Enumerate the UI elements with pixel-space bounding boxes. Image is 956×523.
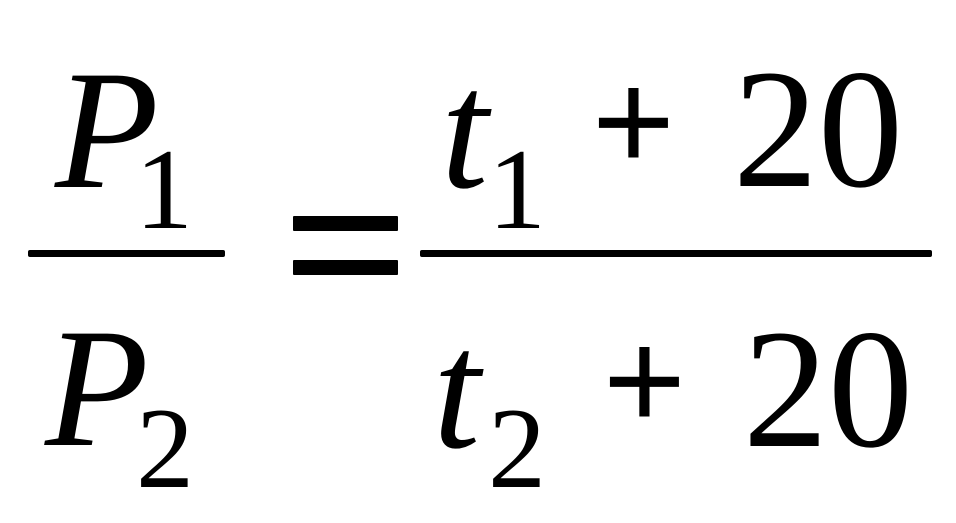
right-numerator-plus-sign: + <box>592 42 675 201</box>
left-numerator-subscript: 1 <box>135 126 193 254</box>
right-denominator-variable-t: t <box>433 296 481 484</box>
left-fraction-bar <box>28 250 225 257</box>
left-denominator-subscript: 2 <box>136 385 194 513</box>
equals-sign-bottom-bar <box>293 260 398 275</box>
equals-sign-top-bar <box>293 216 398 231</box>
right-denominator-plus-sign: + <box>603 301 686 460</box>
left-denominator-variable-p: P <box>45 294 149 482</box>
right-numerator-subscript: 1 <box>488 126 546 254</box>
right-denominator-constant: 20 <box>743 295 913 483</box>
right-numerator-variable-t: t <box>441 36 489 224</box>
right-denominator-subscript: 2 <box>488 385 546 513</box>
right-fraction-bar <box>420 250 932 257</box>
right-numerator-constant: 20 <box>733 35 903 223</box>
left-numerator-variable-p: P <box>55 36 159 224</box>
